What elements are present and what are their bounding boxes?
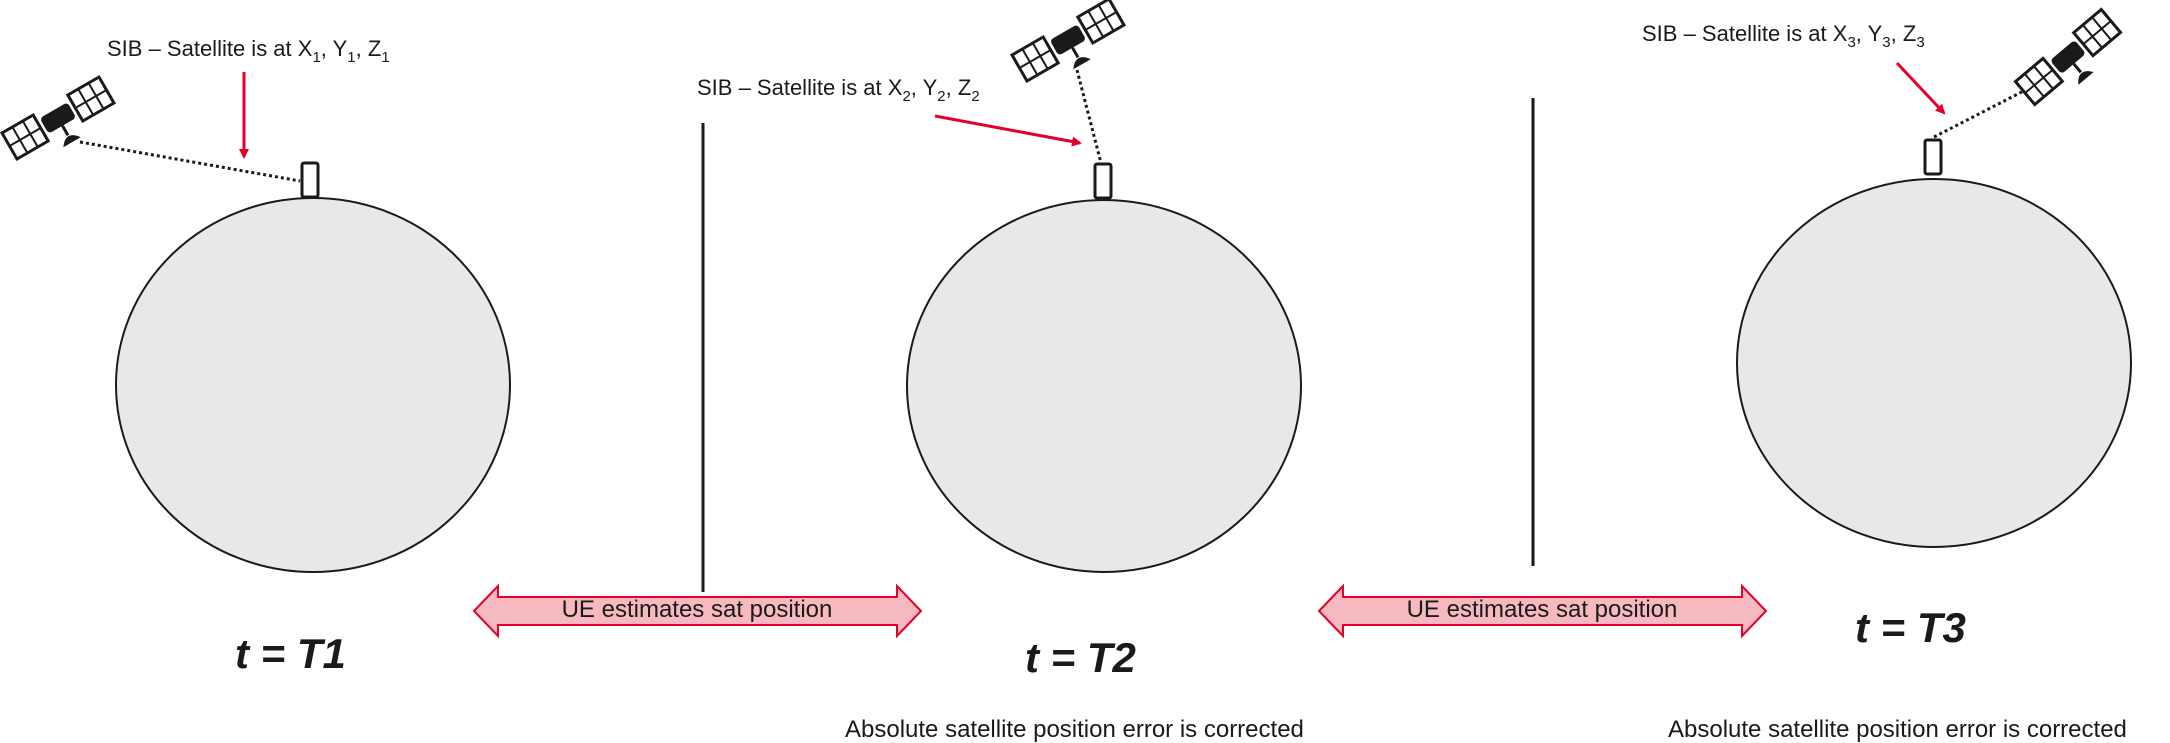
satellite-icon xyxy=(0,75,122,172)
time-label: t = T1 xyxy=(235,630,346,677)
panel-t1: SIB – Satellite is at X1, Y1, Z1 t = T1 xyxy=(0,36,511,677)
transition-arrow: UE estimates sat position xyxy=(472,583,923,639)
sib-label: SIB – Satellite is at X1, Y1, Z1 xyxy=(107,36,390,66)
satellite-icon xyxy=(2004,4,2141,120)
transition-label: UE estimates sat position xyxy=(562,596,833,623)
earth-globe xyxy=(906,199,1302,573)
time-label: t = T3 xyxy=(1855,604,1966,651)
panel-t2: SIB – Satellite is at X2, Y2, Z2 t = T2 … xyxy=(697,0,1304,743)
footer-note: Absolute satellite position error is cor… xyxy=(845,716,1304,743)
earth-globe xyxy=(1736,178,2132,548)
satellite-icon xyxy=(1010,0,1132,94)
transition-label: UE estimates sat position xyxy=(1407,596,1678,623)
panel-t3: SIB – Satellite is at X3, Y3, Z3 t = T3 … xyxy=(1642,4,2141,743)
transition-arrow: UE estimates sat position xyxy=(1317,583,1768,639)
sib-label: SIB – Satellite is at X2, Y2, Z2 xyxy=(697,75,980,105)
footer-note: Absolute satellite position error is cor… xyxy=(1668,716,2127,743)
earth-globe xyxy=(115,197,511,573)
ue-device-icon xyxy=(1923,138,1943,176)
time-label: t = T2 xyxy=(1025,634,1136,681)
ue-device-icon xyxy=(1093,162,1113,200)
ue-device-icon xyxy=(300,161,320,199)
signal-link xyxy=(79,140,301,183)
sib-label: SIB – Satellite is at X3, Y3, Z3 xyxy=(1642,21,1925,51)
pointer-arrow xyxy=(1895,61,1946,115)
pointer-arrow xyxy=(934,114,1082,147)
signal-link xyxy=(1075,69,1103,164)
